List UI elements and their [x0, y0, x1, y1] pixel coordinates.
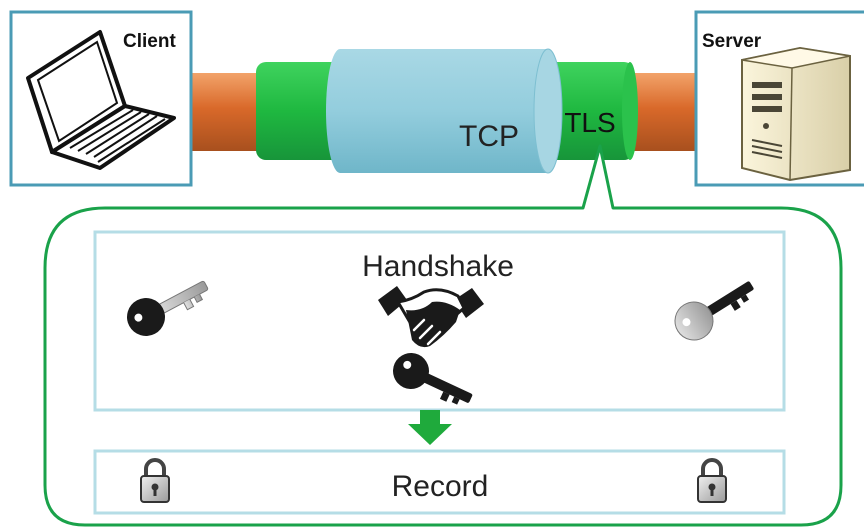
- tcp-label: TCP: [459, 120, 519, 153]
- client-box: Client: [9, 10, 193, 187]
- server-box: Server: [694, 10, 864, 187]
- handshake-title: Handshake: [362, 250, 514, 283]
- padlock-icon: [140, 458, 170, 503]
- client-label: Client: [123, 31, 176, 52]
- handshake-panel: Handshake: [93, 230, 786, 412]
- laptop-icon: [26, 30, 176, 170]
- key-icon: [393, 353, 473, 405]
- record-title: Record: [392, 470, 489, 503]
- key-icon: [127, 280, 209, 336]
- server-label: Server: [702, 31, 762, 52]
- tls-label: TLS: [564, 107, 615, 138]
- record-panel: Record: [93, 449, 786, 515]
- handshake-icon: [378, 286, 484, 348]
- padlock-icon: [697, 458, 727, 503]
- down-arrow-icon: [408, 410, 452, 445]
- key-icon: [674, 281, 754, 341]
- server-tower-icon: [741, 46, 851, 182]
- tcp-layer-cylinder: [326, 48, 563, 174]
